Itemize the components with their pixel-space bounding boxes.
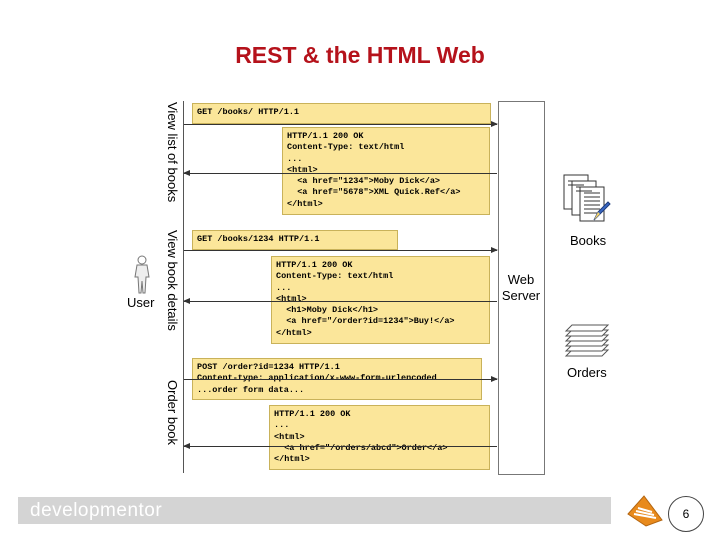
message-line: <a href="1234">Moby Dick</a> — [287, 176, 441, 187]
slide-title: REST & the HTML Web — [235, 42, 485, 68]
books-documents-icon — [563, 174, 605, 222]
response-books-list: HTTP/1.1 200 OK Content-Type: text/html … — [282, 127, 490, 215]
arrow-response-books-list — [183, 170, 497, 176]
message-line: <a href="5678">XML Quick.Ref</a> — [287, 187, 461, 198]
message-line: HTTP/1.1 200 OK — [287, 131, 364, 141]
message-line: ...order form data... — [197, 384, 305, 395]
message-line: ... — [287, 153, 303, 164]
arrow-request-post-order — [184, 376, 498, 382]
user-lifeline — [183, 101, 184, 473]
user-figure-icon — [134, 255, 150, 294]
response-book-details: HTTP/1.1 200 OK Content-Type: text/html … — [271, 256, 490, 344]
message-line: <h1>Moby Dick</h1> — [276, 305, 379, 316]
message-line: Content-Type: text/html — [287, 142, 405, 153]
message-line: <html> — [276, 293, 307, 304]
brand-name: developmentor — [30, 500, 163, 521]
web-server-label-line-1: Web — [507, 272, 535, 287]
message-line: HTTP/1.1 200 OK — [274, 409, 351, 419]
pen-icon — [593, 201, 611, 221]
arrow-response-book-details — [183, 298, 497, 304]
message-line: GET /books/1234 HTTP/1.1 — [197, 234, 320, 244]
message-line: <html> — [274, 431, 305, 442]
message-line: <a href="/order?id=1234">Buy!</a> — [276, 316, 455, 327]
arrow-request-get-book-1234 — [184, 247, 498, 253]
message-line: </html> — [274, 454, 310, 465]
message-line: </html> — [276, 327, 312, 338]
developmentor-logo-icon — [627, 495, 663, 527]
message-line: <a href="/orders/abcd">Order</a> — [274, 442, 448, 453]
message-line: ... — [276, 282, 292, 293]
request-get-book-1234: GET /books/1234 HTTP/1.1 — [192, 230, 398, 250]
message-line: ... — [274, 420, 290, 431]
message-line: GET /books/ HTTP/1.1 — [197, 107, 300, 117]
books-label: Books — [570, 233, 607, 248]
message-line: Content-type: application/x-www-form-url… — [197, 373, 477, 384]
message-line: </html> — [287, 198, 323, 209]
arrow-request-get-books — [184, 121, 498, 127]
lane-label-details: View book details — [165, 230, 180, 331]
request-get-books: GET /books/ HTTP/1.1 — [192, 103, 491, 124]
web-server-label-line-2: Server — [501, 288, 541, 303]
lane-label-list: View list of books — [165, 102, 180, 203]
message-line: Content-Type: text/html — [276, 271, 394, 282]
message-line: <html> — [287, 164, 318, 175]
web-server-box — [498, 101, 545, 475]
lane-label-order: Order book — [165, 380, 180, 446]
response-order: HTTP/1.1 200 OK ... <html> <a href="/ord… — [269, 405, 490, 470]
web-server-label: Web Server — [498, 272, 544, 304]
orders-label: Orders — [567, 365, 607, 380]
page-number: 6 — [668, 496, 704, 532]
message-line: POST /order?id=1234 HTTP/1.1 — [197, 362, 340, 372]
user-label: User — [127, 295, 155, 310]
footer-bar: developmentor — [18, 497, 611, 524]
message-line: HTTP/1.1 200 OK — [276, 260, 353, 270]
arrow-response-order — [183, 443, 497, 449]
orders-stack-icon — [564, 324, 610, 357]
